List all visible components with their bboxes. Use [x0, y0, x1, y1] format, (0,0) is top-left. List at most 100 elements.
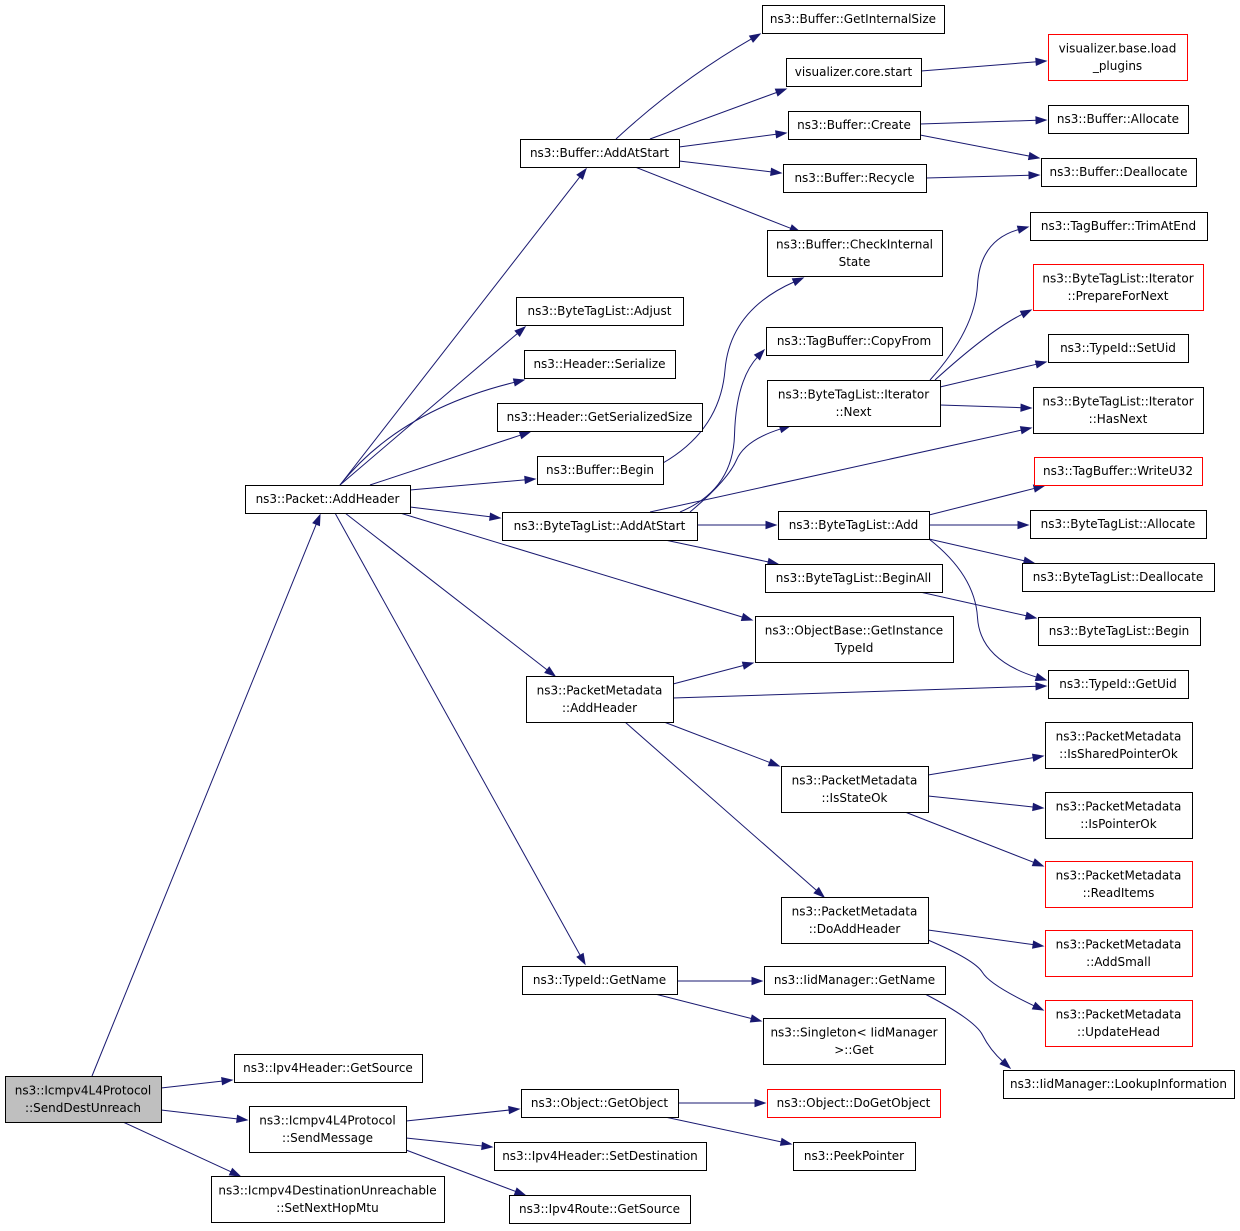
edge-line — [672, 685, 1038, 699]
node-btladd[interactable]: ns3::ByteTagList::Add — [778, 511, 930, 540]
node-ipv4routegetsrc[interactable]: ns3::Ipv4Route::GetSource — [509, 1195, 691, 1224]
node-label: ns3::PacketMetadata — [1056, 1007, 1182, 1021]
arrow-head-icon — [489, 512, 502, 521]
node-btliternext[interactable]: ns3::ByteTagList::Iterator::Next — [767, 380, 941, 427]
node-box — [767, 1089, 941, 1118]
node-ipv4getsrc[interactable]: ns3::Ipv4Header::GetSource — [234, 1054, 423, 1083]
edge-line — [649, 91, 778, 140]
node-objgetobject[interactable]: ns3::Object::GetObject — [521, 1089, 679, 1118]
arrow-head-icon — [236, 1114, 249, 1123]
node-label: ns3::PacketMetadata — [1056, 729, 1182, 743]
node-typeidsetuid[interactable]: ns3::TypeId::SetUid — [1048, 334, 1189, 363]
node-typeidgetname[interactable]: ns3::TypeId::GetName — [522, 966, 678, 995]
node-addheader[interactable]: ns3::Packet::AddHeader — [245, 485, 411, 514]
edge-iidgetname-to-iidlookup — [924, 993, 1012, 1070]
edge-root-to-ipv4getsrc — [160, 1076, 234, 1089]
node-typeidgetuid[interactable]: ns3::TypeId::GetUid — [1048, 670, 1189, 699]
edge-objgetobject-to-peekpointer — [664, 1116, 793, 1146]
node-box — [1048, 670, 1189, 699]
node-label: ns3::ByteTagList::AddAtStart — [514, 519, 686, 533]
node-btlprepare[interactable]: ns3::ByteTagList::Iterator::PrepareForNe… — [1033, 264, 1204, 311]
node-label: ns3::Singleton< IidManager — [770, 1025, 937, 1039]
node-tagbufwrite[interactable]: ns3::TagBuffer::WriteU32 — [1034, 457, 1203, 486]
node-singletonget[interactable]: ns3::Singleton< IidManager >::Get — [763, 1018, 946, 1065]
node-iidlookup[interactable]: ns3::IidManager::LookupInformation — [1003, 1070, 1235, 1099]
node-pmaddsmall[interactable]: ns3::PacketMetadata::AddSmall — [1045, 930, 1193, 977]
node-tagbuftrim[interactable]: ns3::TagBuffer::TrimAtEnd — [1030, 212, 1208, 241]
node-box — [524, 350, 676, 379]
node-pmisstateok[interactable]: ns3::PacketMetadata::IsStateOk — [781, 766, 929, 813]
node-bufcreate[interactable]: ns3::Buffer::Create — [788, 111, 921, 140]
node-pmisptr[interactable]: ns3::PacketMetadata::IsPointerOk — [1045, 792, 1193, 839]
node-btlbeginall[interactable]: ns3::ByteTagList::BeginAll — [765, 564, 943, 593]
edge-line — [929, 228, 1020, 381]
node-label: ns3::Buffer::Allocate — [1057, 112, 1179, 126]
node-pmissharedptr[interactable]: ns3::PacketMetadata::IsSharedPointerOk — [1045, 722, 1193, 769]
node-btlhasnext[interactable]: ns3::ByteTagList::Iterator::HasNext — [1033, 387, 1204, 434]
node-box — [793, 1142, 916, 1171]
arrow-head-icon — [508, 1105, 521, 1115]
edge-line — [678, 160, 773, 173]
edge-line — [679, 356, 759, 513]
node-pmreaditems[interactable]: ns3::PacketMetadata::ReadItems — [1045, 861, 1193, 908]
node-sendmsg[interactable]: ns3::Icmpv4L4Protocol::SendMessage — [249, 1106, 407, 1153]
node-tagbufcopyfrom[interactable]: ns3::TagBuffer::CopyFrom — [766, 327, 943, 356]
node-setnexthop[interactable]: ns3::Icmpv4DestinationUnreachable::SetNe… — [211, 1176, 445, 1223]
node-visloadplugins[interactable]: visualizer.base.load_plugins — [1048, 34, 1188, 81]
node-label: ns3::Ipv4Header::GetSource — [243, 1061, 413, 1075]
node-box — [1045, 1000, 1193, 1047]
edge-line — [934, 313, 1024, 381]
edge-line — [122, 1121, 233, 1173]
node-peekpointer[interactable]: ns3::PeekPointer — [793, 1142, 916, 1171]
node-bufbegin[interactable]: ns3::Buffer::Begin — [537, 456, 664, 485]
node-btladjust[interactable]: ns3::ByteTagList::Adjust — [516, 297, 684, 326]
edge-line — [928, 538, 1026, 562]
node-label: ns3::ObjectBase::GetInstance — [765, 623, 943, 637]
node-btlbegin[interactable]: ns3::ByteTagList::Begin — [1038, 617, 1201, 646]
node-box — [1048, 105, 1189, 134]
node-label: ns3::PacketMetadata — [1056, 799, 1182, 813]
node-label: ns3::PacketMetadata — [792, 904, 918, 918]
node-objdogetobject[interactable]: ns3::Object::DoGetObject — [767, 1089, 941, 1118]
node-btldeallocate[interactable]: ns3::ByteTagList::Deallocate — [1022, 563, 1215, 592]
arrow-head-icon — [312, 513, 321, 527]
node-bufgetinternalsize[interactable]: ns3::Buffer::GetInternalSize — [762, 5, 945, 34]
node-bufrecycle[interactable]: ns3::Buffer::Recycle — [783, 164, 927, 193]
arrow-head-icon — [765, 520, 778, 530]
node-pmupdatehead[interactable]: ns3::PacketMetadata::UpdateHead — [1045, 1000, 1193, 1047]
node-label: ::Next — [835, 405, 871, 419]
node-label: ns3::ByteTagList::Iterator — [1042, 271, 1193, 285]
node-label: ::HasNext — [1089, 412, 1148, 426]
edge-pmisstateok-to-pmreaditems — [904, 811, 1045, 867]
edge-line — [662, 281, 795, 464]
node-btladdatstart[interactable]: ns3::ByteTagList::AddAtStart — [502, 512, 698, 541]
node-pmaddheader[interactable]: ns3::PacketMetadata::AddHeader — [526, 676, 674, 723]
edge-line — [904, 811, 1035, 864]
arrow-head-icon — [754, 1098, 767, 1108]
node-label: ns3::Ipv4Route::GetSource — [519, 1202, 680, 1216]
edge-bufaddatstart-to-viscorestart — [649, 88, 788, 140]
node-hdrserialize[interactable]: ns3::Header::Serialize — [524, 350, 676, 379]
node-label: ::IsStateOk — [821, 791, 887, 805]
node-bufdeallocate[interactable]: ns3::Buffer::Deallocate — [1041, 158, 1197, 187]
arrow-head-icon — [481, 1141, 494, 1151]
node-pmdoaddheader[interactable]: ns3::PacketMetadata::DoAddHeader — [781, 897, 929, 944]
arrow-head-icon — [524, 475, 537, 485]
node-viscorestart[interactable]: visualizer.core.start — [786, 58, 922, 87]
edge-typeidgetname-to-iidgetname — [677, 976, 764, 986]
arrow-head-icon — [767, 758, 781, 767]
arrow-head-icon — [1035, 682, 1048, 691]
edge-pmdoaddheader-to-pmaddsmall — [927, 929, 1045, 949]
node-iidgetname[interactable]: ns3::IidManager::GetName — [764, 966, 946, 995]
node-ipv4setdest[interactable]: ns3::Ipv4Header::SetDestination — [494, 1142, 707, 1171]
node-box — [497, 403, 703, 432]
arrow-head-icon — [1028, 171, 1041, 180]
edge-btladdatstart-to-btliternext — [689, 425, 792, 513]
node-btlallocate[interactable]: ns3::ByteTagList::Allocate — [1030, 510, 1207, 539]
node-hdrgetsize[interactable]: ns3::Header::GetSerializedSize — [497, 403, 703, 432]
node-bufaddatstart[interactable]: ns3::Buffer::AddAtStart — [520, 139, 680, 168]
edge-addheader-to-bufbegin — [409, 475, 537, 491]
node-bufallocate[interactable]: ns3::Buffer::Allocate — [1048, 105, 1189, 134]
